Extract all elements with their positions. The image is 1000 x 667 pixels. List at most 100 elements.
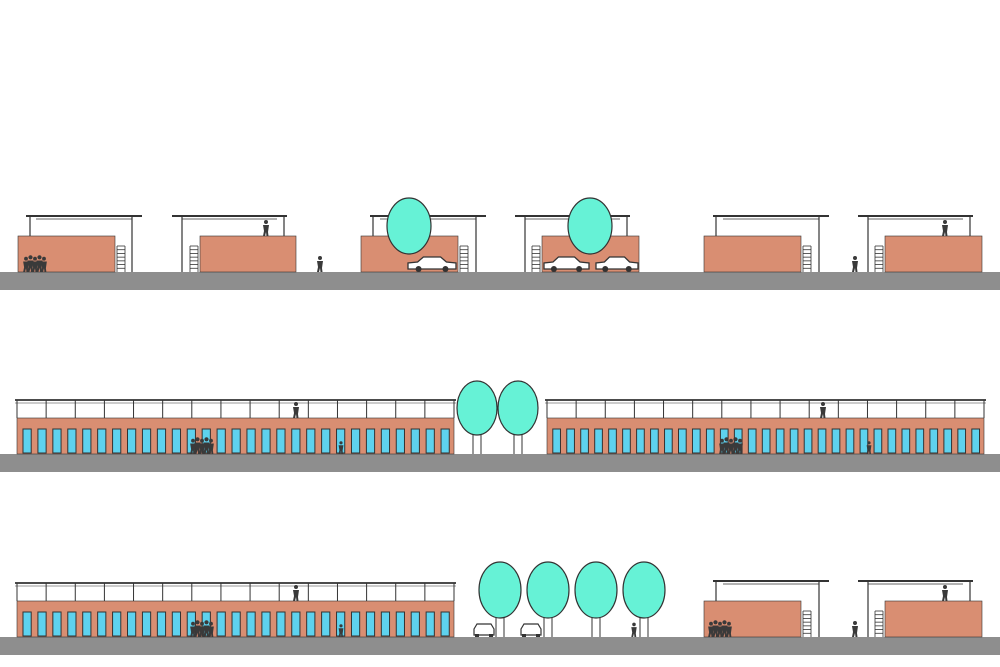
arcade-opening [775,428,785,454]
arcade-opening [67,428,77,454]
arcade-opening [929,428,939,454]
arcade-opening [365,428,376,454]
arcade-opening [789,428,799,454]
person-figure [199,438,205,454]
arcade-opening [425,611,435,637]
person-figure [737,438,743,454]
car-wheel [489,634,493,637]
person-head [729,438,733,443]
person-head [724,437,729,442]
tree-canopy [478,561,522,619]
car-wheel [550,266,557,272]
arcade-opening [127,428,137,454]
people-group [23,255,47,272]
arcade-opening [97,611,107,637]
person-figure [852,256,858,272]
arcade-opening [380,611,391,637]
arcade-opening [37,428,47,454]
arcade-opening [664,428,673,454]
arcade-opening [873,428,883,454]
arcade-opening [22,428,32,454]
arcade-opening [831,428,841,454]
people-group [708,620,732,637]
car-wheel [415,266,422,272]
arcade-opening [141,428,152,454]
car-body [473,623,495,636]
person-body [732,442,739,454]
car-front [473,623,495,637]
person-figure [293,402,299,418]
pavilion-wall [884,235,983,273]
arcade-opening [112,428,122,454]
person-head [943,585,947,589]
people-group [719,437,743,454]
ground-band [0,637,1000,655]
person-head [821,402,825,406]
person-body [293,590,299,601]
arcade-opening [276,611,286,637]
car-body [595,256,639,270]
ground-band [0,272,1000,290]
arcade-opening [231,428,241,454]
person-head [42,256,46,261]
person-body [194,442,201,454]
pavilion [703,215,829,273]
arcade-opening [291,428,301,454]
arcade-opening [845,428,855,454]
car [407,256,457,272]
person-body [338,445,344,454]
person-figure [203,620,210,637]
arcade-opening [580,428,589,454]
arcade-opening [859,428,869,454]
arcade-opening [321,428,331,454]
arcade-opening [380,428,391,454]
arcade-opening [410,611,420,637]
pavilion-wall [199,235,297,273]
car-body [407,256,457,270]
person-figure [41,256,47,272]
pavilion-wall [884,600,983,638]
car-front [520,623,542,637]
person-body [190,443,196,454]
arcade-opening [552,428,561,454]
arcade-opening [261,428,271,454]
person-body [208,626,214,637]
elevation-row-2 [0,380,1000,472]
person-head [200,438,204,443]
arcade-opening [112,611,122,637]
person-body [203,442,210,454]
person-head [733,437,738,442]
elevation-row-1 [0,197,1000,290]
car-wheel [442,266,449,272]
arcade-opening [395,611,405,637]
person-figure [820,402,826,418]
person-head [722,620,727,625]
person-head [339,441,343,445]
arcade-opening [971,428,981,454]
arcade-opening [336,611,346,637]
stair [874,245,884,272]
person-body [190,626,196,637]
arcade-opening [82,428,92,454]
person-head [209,621,213,626]
tree-canopy [386,197,432,255]
person-figure [208,438,214,454]
stair [459,245,469,272]
person-figure [726,621,732,637]
tree [386,197,432,255]
arcade-opening [350,428,361,454]
arcade-opening [350,611,361,637]
arcade-opening [171,611,182,637]
arcade-opening [171,428,182,454]
arcade-opening [216,611,226,637]
tree [574,561,618,637]
stair [531,245,541,272]
person-head [195,437,200,442]
person-body [852,626,858,637]
pavilion [858,215,983,273]
person-head [853,621,857,625]
person-head [718,621,722,626]
arcade-opening [306,428,316,454]
arcade-opening [365,611,376,637]
